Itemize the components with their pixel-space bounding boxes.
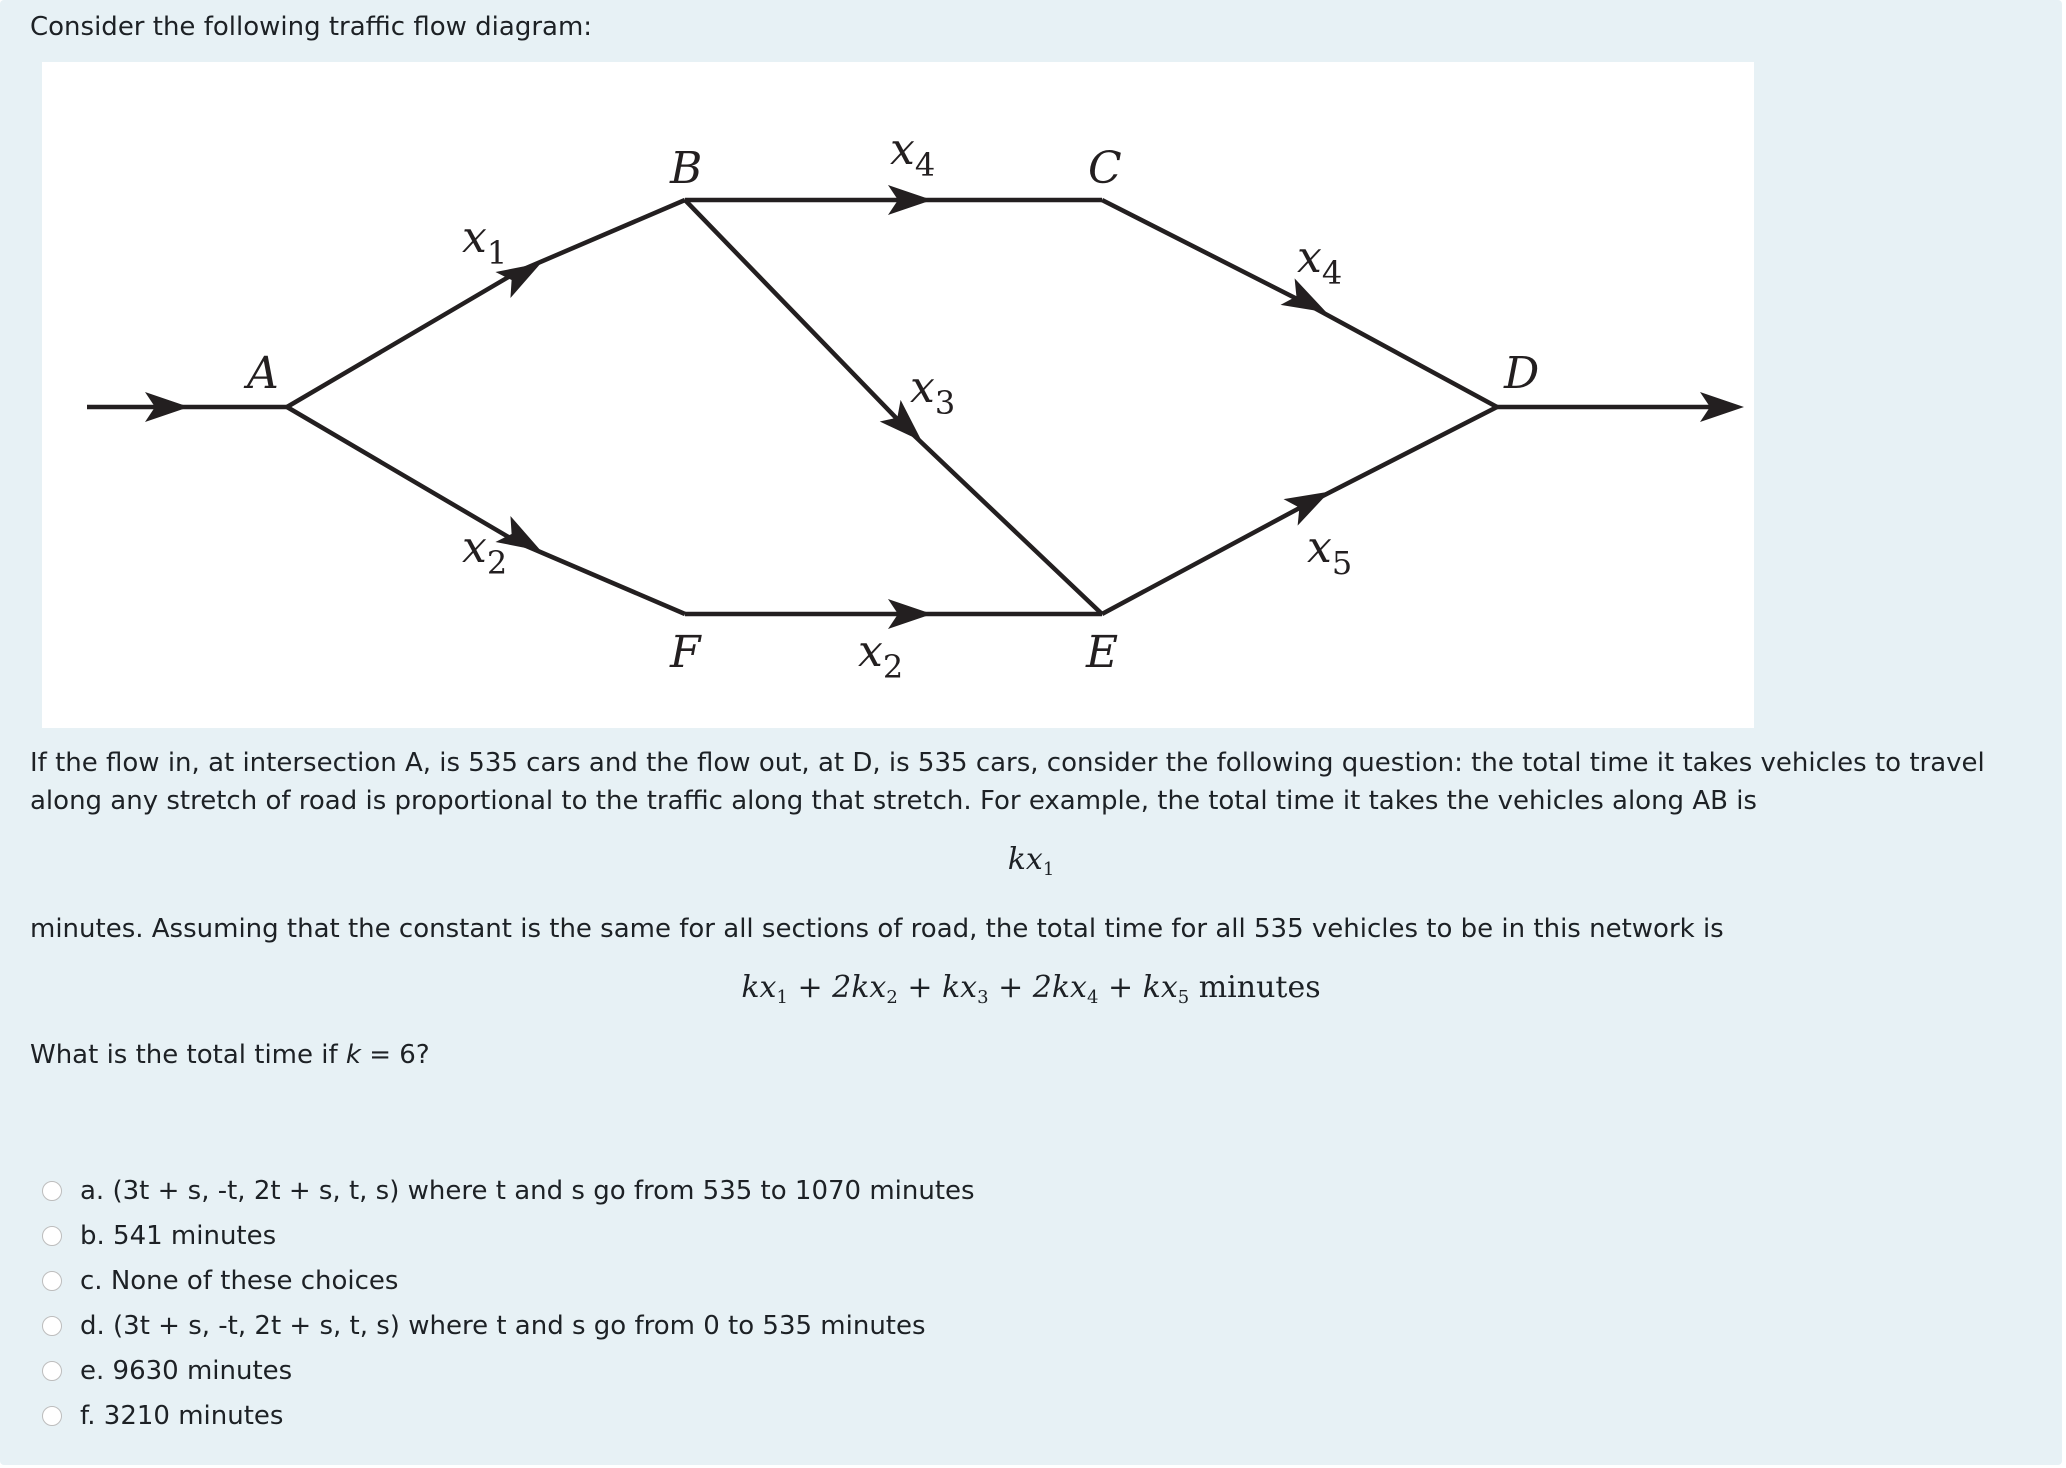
arrow-AF (495, 516, 542, 551)
option-label: b. 541 minutes (80, 1220, 277, 1251)
arrow-FE (888, 599, 932, 629)
radio-button[interactable] (42, 1225, 62, 1246)
edge-label-AB: x1 (462, 212, 507, 272)
radio-button[interactable] (42, 1360, 62, 1381)
arrow-BC (888, 185, 932, 215)
paragraph-flow-description: If the flow in, at intersection A, is 53… (30, 748, 1985, 816)
option-d[interactable]: d. (3t + s, -t, 2t + s, t, s) where t an… (42, 1303, 975, 1348)
edge-label-FE: x2 (858, 626, 903, 686)
answer-options: a. (3t + s, -t, 2t + s, t, s) where t an… (42, 1168, 975, 1438)
radio-button[interactable] (42, 1315, 62, 1336)
node-label-D: D (1503, 348, 1539, 399)
option-label: f. 3210 minutes (80, 1400, 284, 1431)
option-f[interactable]: f. 3210 minutes (42, 1393, 975, 1438)
equation-kx1: kx1 (1007, 842, 1055, 880)
radio-button[interactable] (42, 1405, 62, 1426)
edge-label-BE: x3 (910, 362, 955, 422)
arrow-out-D (1700, 392, 1744, 422)
option-label: c. None of these choices (80, 1265, 399, 1296)
option-label: a. (3t + s, -t, 2t + s, t, s) where t an… (80, 1175, 975, 1206)
question-text: What is the total time if k = 6? (30, 1040, 430, 1070)
edge-label-CD: x4 (1297, 232, 1342, 292)
equation-total-time: kx1 + 2kx2 + kx3 + 2kx4 + kx5 minutes (741, 970, 1321, 1008)
edge-label-BC: x4 (890, 124, 935, 184)
edge-BE (683, 198, 1104, 616)
node-label-E: E (1085, 627, 1118, 678)
option-c[interactable]: c. None of these choices (42, 1258, 975, 1303)
option-e[interactable]: e. 9630 minutes (42, 1348, 975, 1393)
arrow-CD (1280, 278, 1327, 313)
option-label: e. 9630 minutes (80, 1355, 293, 1386)
edge-label-ED: x5 (1307, 522, 1352, 582)
arrow-in-A (145, 392, 189, 422)
node-label-F: F (669, 627, 702, 678)
arrow-BE (879, 399, 922, 442)
arrow-AB (495, 263, 542, 298)
arrow-ED (1283, 491, 1330, 526)
option-b[interactable]: b. 541 minutes (42, 1213, 975, 1258)
node-label-C: C (1088, 143, 1122, 194)
radio-button[interactable] (42, 1180, 62, 1201)
node-label-A: A (243, 348, 279, 399)
node-label-B: B (669, 143, 702, 194)
edge-AF (285, 405, 686, 617)
paragraph-total-time: minutes. Assuming that the constant is t… (30, 914, 1724, 944)
radio-button[interactable] (42, 1270, 62, 1291)
edge-label-AF: x2 (462, 522, 507, 582)
intro-text: Consider the following traffic flow diag… (30, 12, 593, 42)
traffic-flow-diagram: A B C D E F x1 x2 x4 x3 x4 x5 x2 (42, 62, 1754, 728)
option-label: d. (3t + s, -t, 2t + s, t, s) where t an… (80, 1310, 926, 1341)
option-a[interactable]: a. (3t + s, -t, 2t + s, t, s) where t an… (42, 1168, 975, 1213)
